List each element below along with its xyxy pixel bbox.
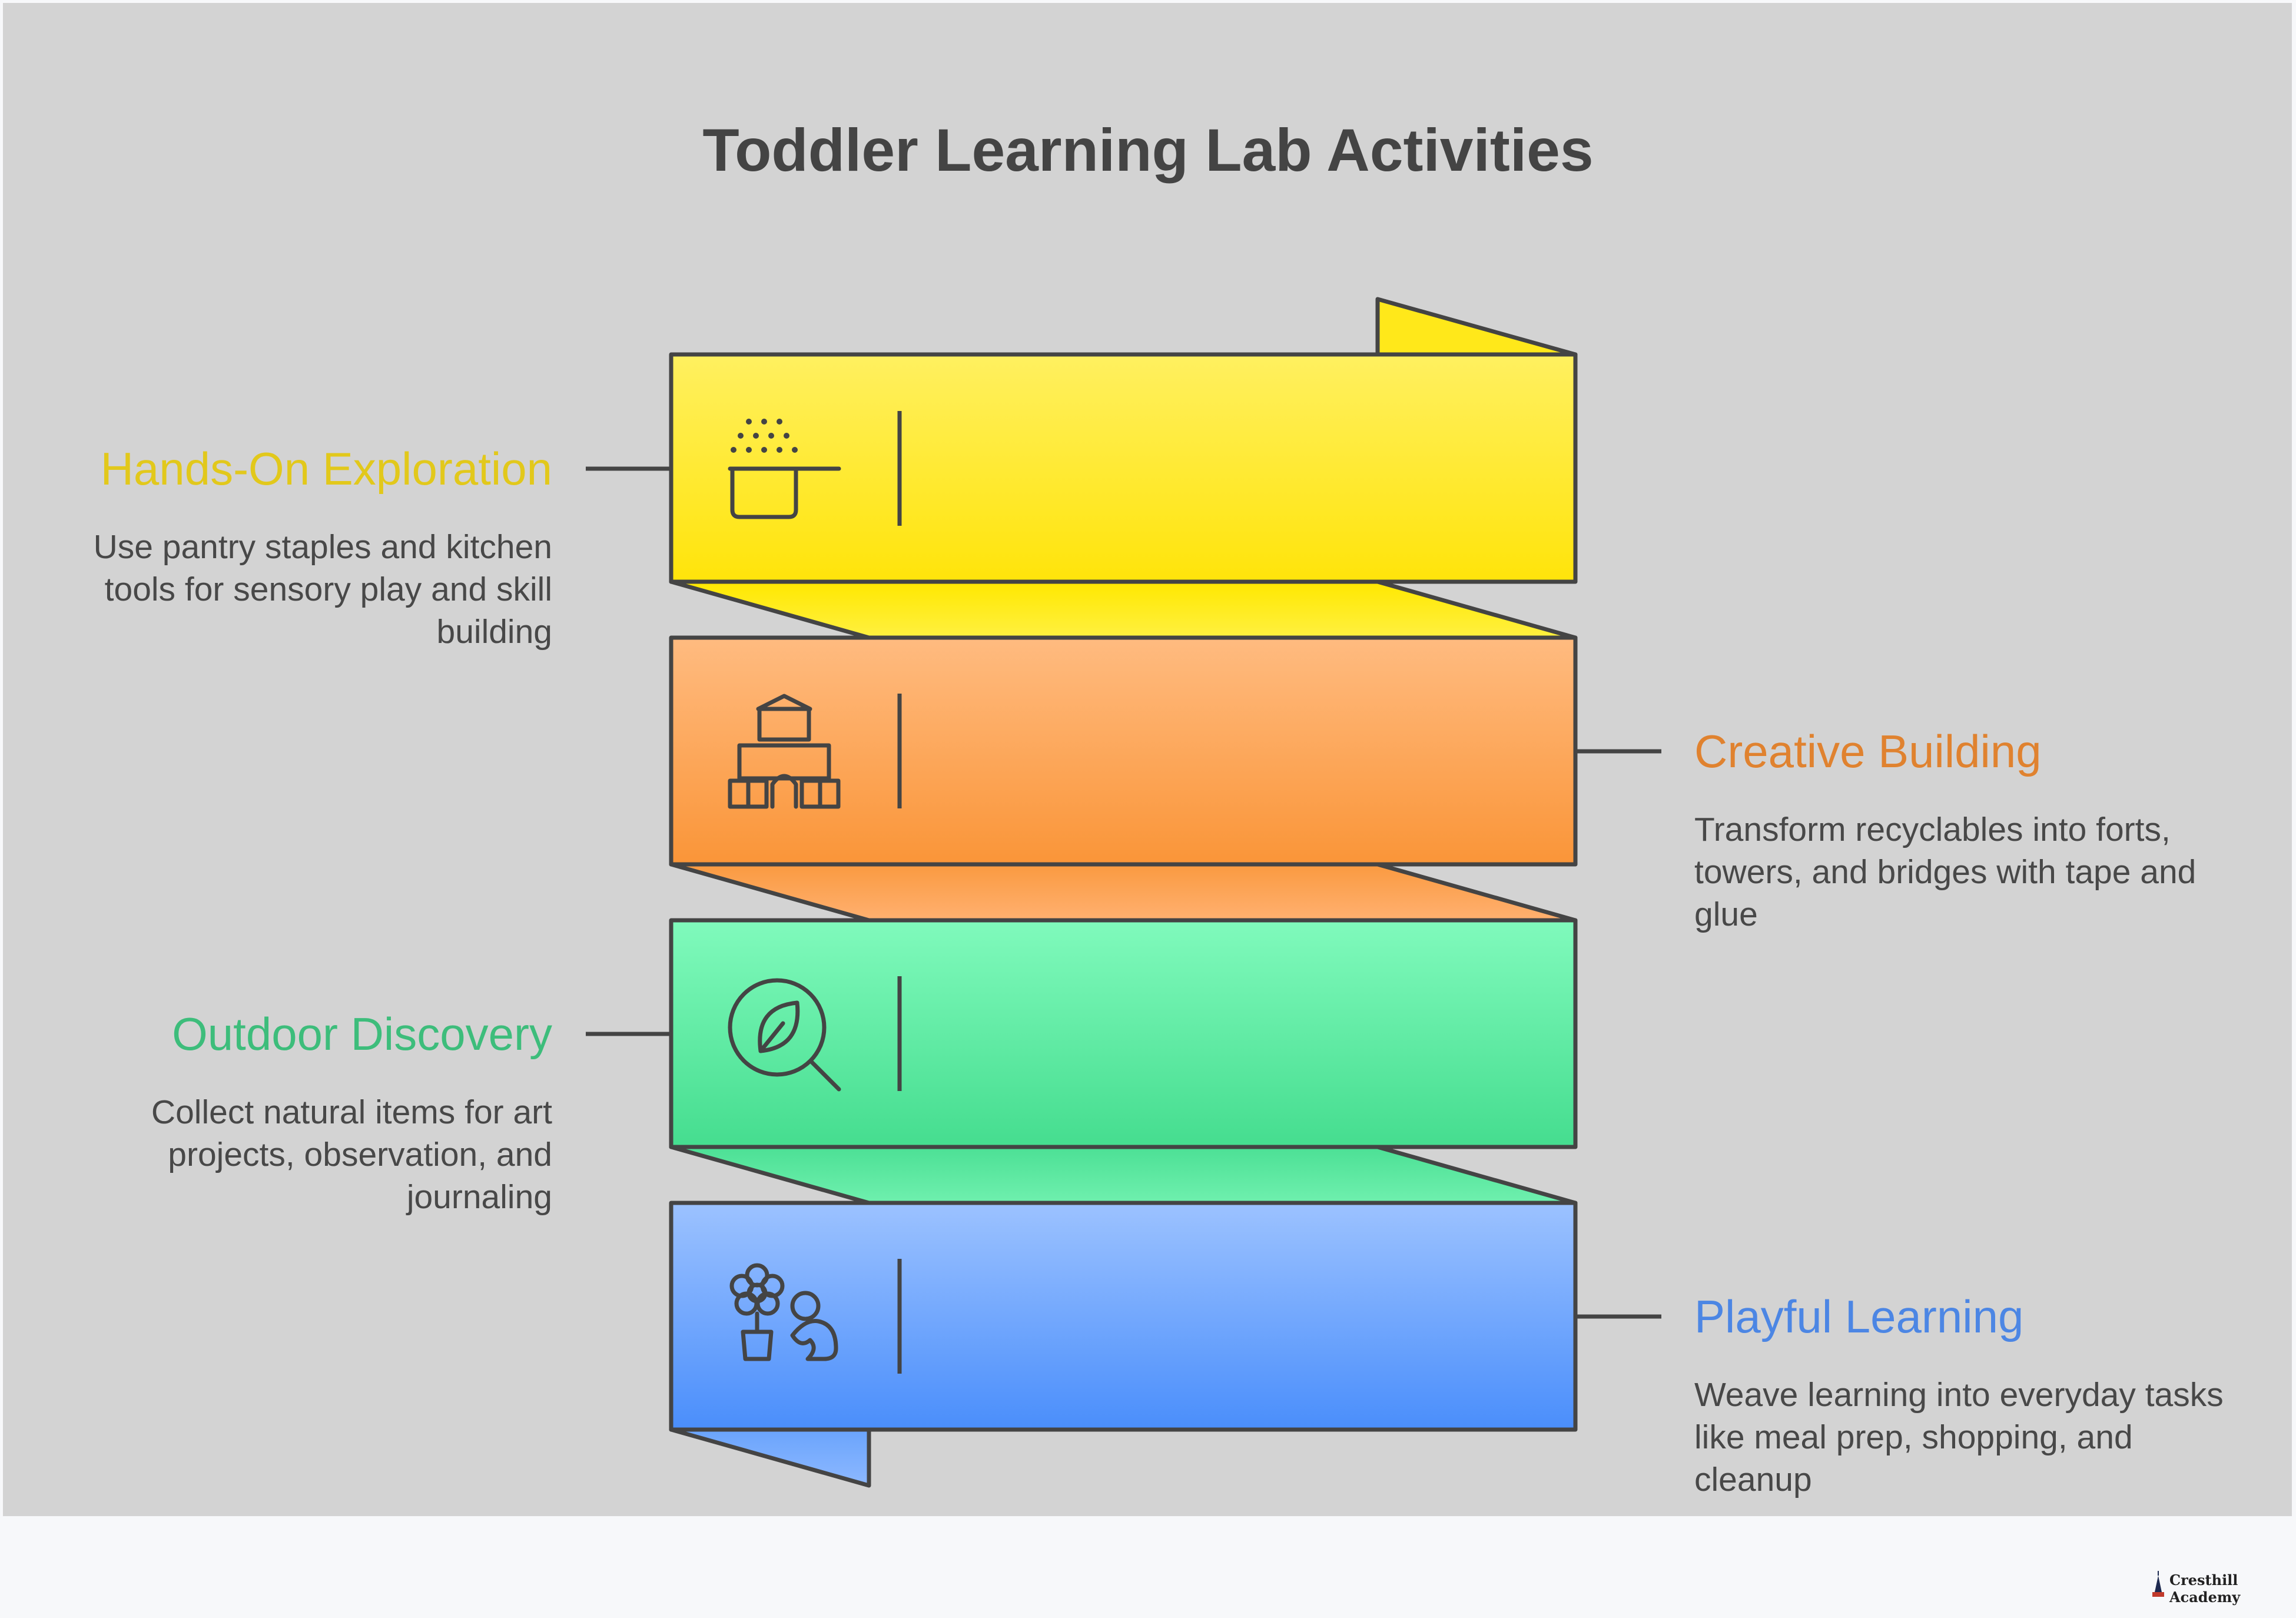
step-4-panel bbox=[669, 1201, 1578, 1432]
step-4-description: Weave learning into everyday tasks like … bbox=[1694, 1376, 2224, 1498]
child-flower-icon bbox=[729, 1263, 838, 1361]
measuring-cup-icon bbox=[728, 419, 841, 519]
step-3-panel bbox=[669, 918, 1578, 1149]
leaf-magnifier-icon bbox=[728, 978, 841, 1092]
step-1-description: Use pantry staples and kitchen tools for… bbox=[93, 528, 552, 651]
step-3-title: Outdoor Discovery bbox=[172, 1008, 552, 1060]
diagram-title: Toddler Learning Lab Activities bbox=[702, 117, 1594, 184]
brand-logo-icon bbox=[2152, 1571, 2164, 1597]
block-castle-icon bbox=[728, 694, 841, 809]
step-2-description: Transform recyclables into forts, towers… bbox=[1694, 811, 2197, 933]
brand-name: Cresthill Academy bbox=[2169, 1571, 2241, 1606]
step-3-description: Collect natural items for art projects, … bbox=[151, 1093, 552, 1216]
footer-strip bbox=[0, 1516, 2296, 1618]
step-4-title: Playful Learning bbox=[1694, 1291, 2024, 1342]
step-1-title: Hands-On Exploration bbox=[100, 443, 552, 495]
brand: Cresthill Academy bbox=[2169, 1571, 2296, 1606]
step-2-panel bbox=[669, 635, 1578, 867]
step-2-title: Creative Building bbox=[1694, 725, 2042, 777]
